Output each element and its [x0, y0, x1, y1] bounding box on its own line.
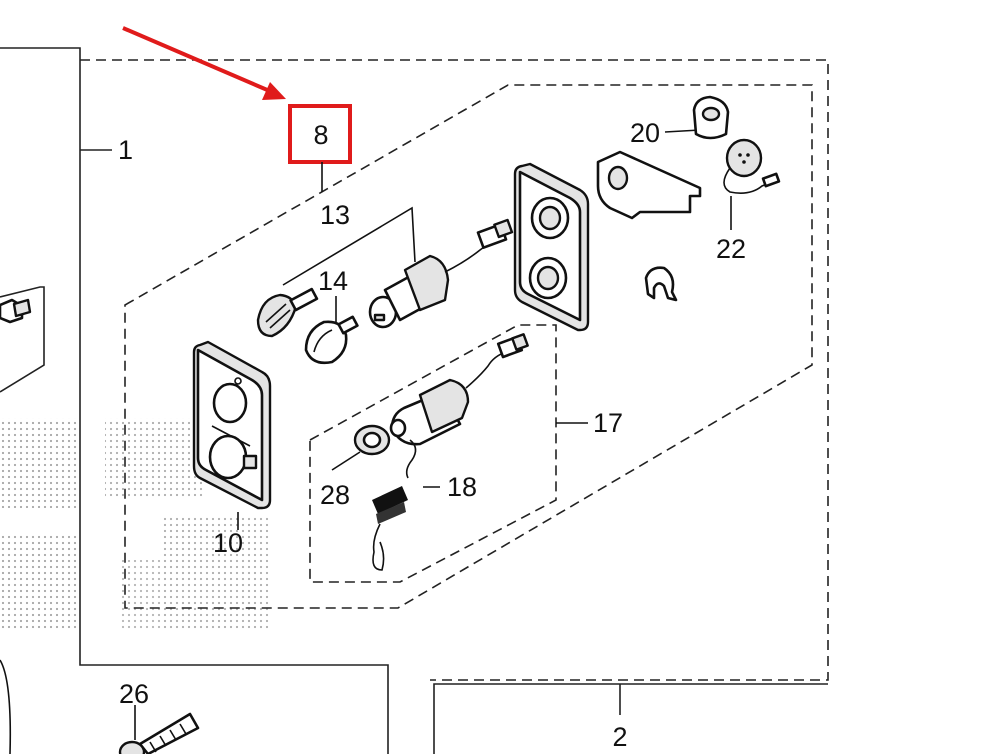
- callout-22: 22: [716, 234, 746, 264]
- callout-8: 8: [313, 120, 328, 150]
- callout-18: 18: [447, 472, 477, 502]
- emergency-switch-part: [723, 138, 781, 194]
- key-part: [256, 287, 319, 338]
- callout-14: 14: [318, 266, 348, 296]
- callout-26: 26: [119, 679, 149, 709]
- callout-labels: 8 1 13 14 20 22 17 18 28 10 26 2: [118, 118, 746, 752]
- highlight-box: [288, 104, 352, 164]
- callout-28: 28: [320, 480, 350, 510]
- left-partial-part: [0, 298, 32, 754]
- callout-17: 17: [593, 408, 623, 438]
- callout-1: 1: [118, 135, 133, 165]
- ignition-switch-part: [368, 218, 514, 329]
- assembly-outline-1: [0, 47, 389, 754]
- callout-10: 10: [213, 528, 243, 558]
- clip-part: [644, 266, 678, 302]
- callout-2: 2: [612, 722, 627, 752]
- switch-panel-part: [192, 340, 272, 510]
- leader-lines: [134, 129, 732, 740]
- assembly-outline-2: [433, 683, 828, 754]
- bracket-part: [596, 95, 730, 220]
- nut-part: [353, 424, 391, 456]
- dotted-background-graphic: [0, 418, 270, 630]
- callout-13: 13: [320, 200, 350, 230]
- key-cap-part: [304, 315, 359, 365]
- stop-switch-part: [389, 333, 529, 446]
- lanyard-part: [372, 439, 417, 571]
- mounting-plate-part: [513, 162, 590, 332]
- bolt-part: [118, 712, 200, 754]
- assembly-outline-8: [80, 59, 829, 681]
- red-arrow: [122, 26, 286, 100]
- callout-20: 20: [630, 118, 660, 148]
